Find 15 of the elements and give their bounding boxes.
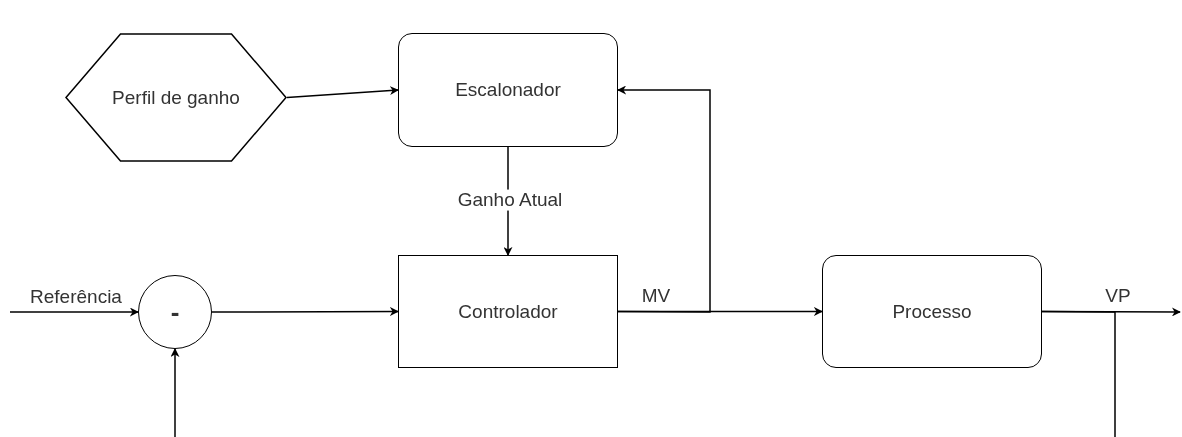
process-box	[822, 255, 1042, 368]
connector-arrow	[170, 348, 180, 437]
connector-arrow	[286, 86, 399, 99]
process-box	[398, 33, 618, 147]
connector-arrow	[211, 307, 399, 316]
node-label: Controlador	[458, 300, 558, 323]
connector-arrow	[617, 307, 823, 316]
node-label: Processo	[892, 300, 972, 323]
node-label: Escalonador	[455, 79, 561, 101]
connector-arrow	[617, 85, 711, 313]
node-label: -	[170, 296, 180, 328]
connector-arrow	[9, 307, 139, 317]
node-label: Perfil de ganho	[112, 86, 240, 109]
process-box	[398, 255, 618, 368]
hexagon-node	[65, 33, 287, 162]
